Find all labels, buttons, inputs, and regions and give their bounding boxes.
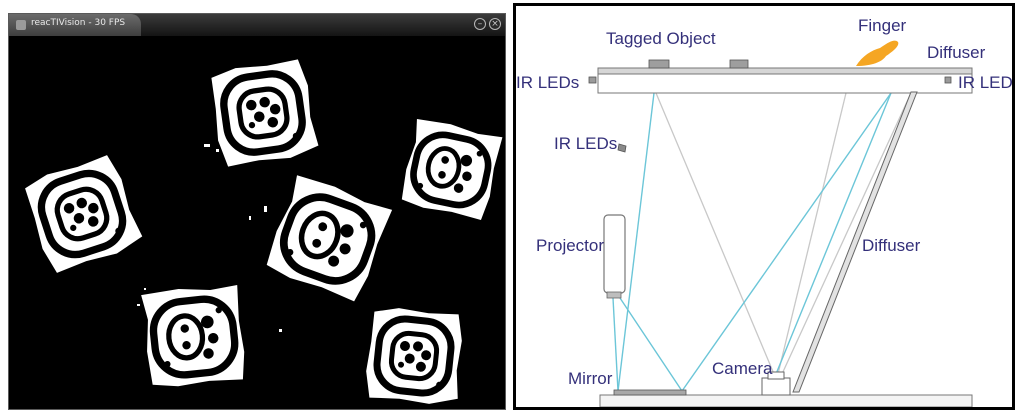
camera-body	[761, 377, 791, 396]
tabletop-acrylic	[597, 73, 973, 94]
table-setup-diagram: Tagged Object Finger Diffuser IR LEDs IR…	[513, 3, 1015, 410]
ir-led-right	[944, 76, 952, 84]
label-diffuser-top: Diffuser	[927, 43, 986, 62]
projection-lines	[612, 92, 892, 392]
side-diffuser	[792, 91, 918, 393]
projection-line	[619, 297, 683, 392]
label-ir-leds-mid: IR LEDs	[554, 134, 617, 153]
camera-lens	[767, 371, 785, 380]
label-mirror: Mirror	[568, 369, 613, 388]
fiducial-marker	[399, 117, 503, 221]
window-title: reacTIVision - 30 FPS	[31, 18, 126, 28]
fiducial-marker	[141, 283, 247, 389]
projection-line	[617, 92, 655, 392]
projector-body	[603, 214, 626, 294]
reactivision-window: reacTIVision - 30 FPS – ×	[8, 13, 506, 410]
camera-sight-lines	[655, 92, 912, 375]
tagged-object-block	[648, 59, 670, 69]
camera-sight-line	[777, 92, 847, 375]
fiducial-marker	[21, 152, 145, 274]
projector-lens	[606, 291, 622, 299]
camera-sight-line	[655, 92, 775, 375]
window-titlebar[interactable]: reacTIVision - 30 FPS – ×	[9, 14, 505, 36]
label-camera: Camera	[712, 359, 773, 378]
table-base	[599, 394, 973, 407]
minimize-icon[interactable]: –	[474, 18, 486, 30]
label-diffuser-side: Diffuser	[862, 236, 921, 255]
tagged-object-block	[729, 59, 749, 69]
projection-line	[612, 297, 619, 392]
fiducial-marker	[208, 58, 319, 167]
label-tagged-object: Tagged Object	[606, 29, 716, 48]
label-finger: Finger	[858, 16, 907, 35]
diagram-canvas: Tagged Object Finger Diffuser IR LEDs IR…	[516, 16, 1012, 407]
fiducial-marker	[363, 305, 466, 406]
camera-sight-line	[781, 92, 912, 375]
app-icon	[16, 20, 26, 30]
label-ir-leds-right: IR LEDs	[958, 73, 1012, 92]
ir-led-mid	[617, 143, 627, 153]
projection-line	[775, 92, 892, 375]
ir-led-left	[588, 76, 597, 84]
mirror	[613, 389, 687, 396]
camera-view	[9, 36, 506, 410]
window-title-tab: reacTIVision - 30 FPS	[9, 14, 141, 36]
finger-icon	[856, 40, 899, 66]
label-ir-leds-left: IR LEDs	[516, 73, 579, 92]
projection-line	[681, 92, 892, 392]
tabletop-diffuser	[597, 67, 973, 75]
label-projector: Projector	[536, 236, 604, 255]
close-icon[interactable]: ×	[489, 18, 501, 30]
fiducial-marker	[263, 173, 393, 303]
